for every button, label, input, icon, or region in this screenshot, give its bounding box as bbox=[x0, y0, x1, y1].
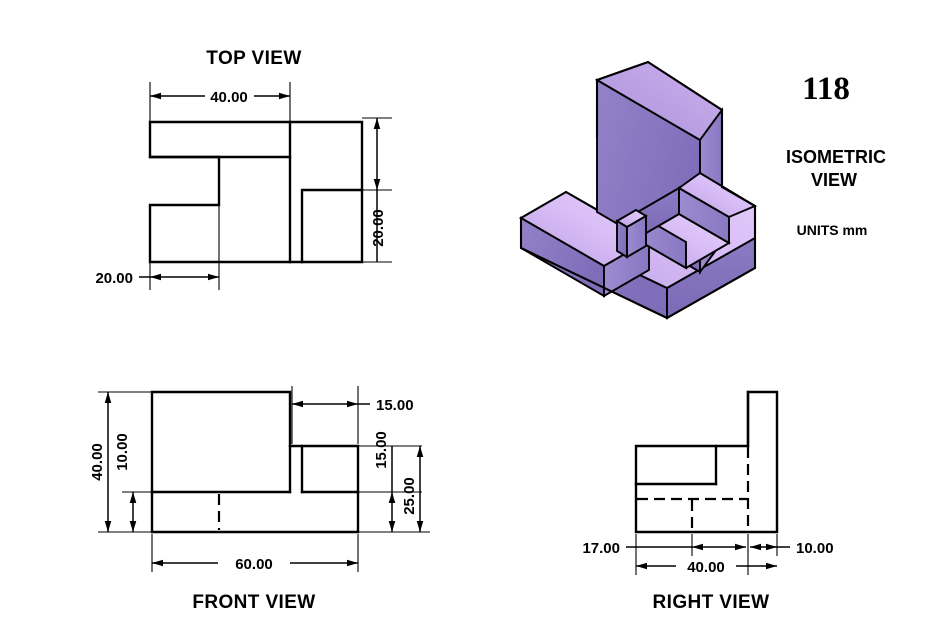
top-dim-20-vertical: 20.00 bbox=[370, 118, 387, 262]
top-dim-20-vertical-label: 20.00 bbox=[370, 209, 387, 247]
front-dim-60-label: 60.00 bbox=[235, 556, 273, 573]
right-dim-40-label: 40.00 bbox=[687, 559, 725, 576]
right-dim-17-label: 17.00 bbox=[582, 540, 620, 557]
top-view-extension-lines bbox=[149, 82, 392, 290]
right-dim-10-label: 10.00 bbox=[796, 540, 834, 557]
front-view-outline bbox=[150, 390, 360, 534]
top-dim-40-label: 40.00 bbox=[210, 89, 248, 106]
front-dim-15-horizontal: 15.00 bbox=[292, 397, 414, 414]
right-dim-40: 40.00 bbox=[636, 559, 777, 576]
front-dim-15-vertical: 15.00 bbox=[373, 431, 396, 532]
front-view-title: FRONT VIEW bbox=[192, 592, 315, 613]
front-dim-40-label: 40.00 bbox=[89, 443, 106, 481]
right-view-outline bbox=[634, 390, 779, 534]
front-dim-10-label: 10.00 bbox=[114, 433, 131, 471]
front-dim-15-horizontal-label: 15.00 bbox=[376, 397, 414, 414]
units-label: UNITS mm bbox=[797, 222, 868, 238]
top-dim-40: 40.00 bbox=[150, 89, 290, 106]
top-view-outline bbox=[148, 120, 364, 264]
iso-front-rib bbox=[615, 208, 648, 259]
isometric-label-line2: VIEW bbox=[811, 170, 857, 190]
top-dim-20-horizontal: 20.00 bbox=[95, 270, 219, 287]
top-view-group: TOP VIEW 40.00 20.00 20.00 bbox=[95, 48, 392, 290]
front-dim-40: 40.00 bbox=[89, 392, 112, 532]
iso-outline bbox=[519, 60, 757, 320]
right-view-title: RIGHT VIEW bbox=[653, 592, 770, 613]
right-dim-10: 10.00 bbox=[750, 540, 834, 557]
top-view-title: TOP VIEW bbox=[206, 48, 301, 69]
part-number: 118 bbox=[802, 71, 850, 107]
isometric-label-line1: ISOMETRIC bbox=[786, 147, 886, 167]
front-dim-15-vertical-label: 15.00 bbox=[373, 431, 390, 469]
front-dim-25-vertical-label: 25.00 bbox=[401, 477, 418, 515]
isometric-view-group bbox=[518, 60, 758, 320]
front-view-group: FRONT VIEW 40.00 10.00 60 bbox=[89, 386, 430, 613]
right-dim-17: 17.00 bbox=[582, 540, 692, 557]
front-view-extension-lines bbox=[98, 386, 430, 572]
front-dim-60: 60.00 bbox=[152, 556, 358, 573]
right-view-group: RIGHT VIEW 17.00 10.00 40.00 bbox=[582, 390, 834, 613]
front-dim-10: 10.00 bbox=[114, 433, 137, 532]
top-dim-20-horizontal-label: 20.00 bbox=[95, 270, 133, 287]
front-dim-25-vertical: 25.00 bbox=[401, 446, 424, 532]
title-block: 118 ISOMETRIC VIEW UNITS mm bbox=[786, 71, 886, 238]
